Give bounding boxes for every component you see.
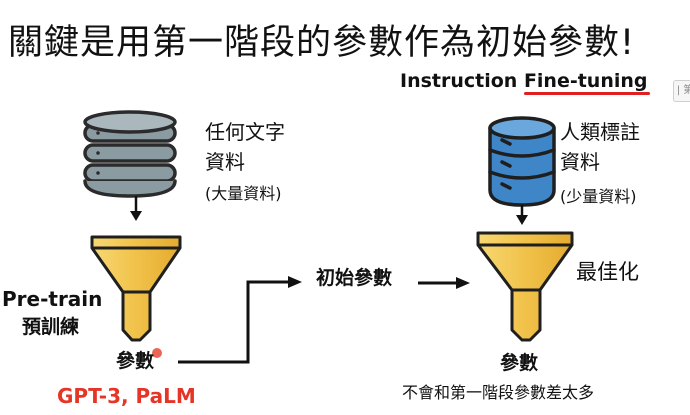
right-dataset-label-2: 資料 (560, 150, 600, 174)
edge-tab[interactable]: | 第 (673, 80, 690, 102)
left-funnel-icon (90, 235, 182, 342)
subtitle-prefix: Instruction (400, 70, 524, 92)
pretrain-label: Pre-train (2, 287, 103, 311)
optimize-label: 最佳化 (576, 260, 639, 284)
init-to-funnel-arrow (418, 277, 470, 289)
right-dataset-label: 人類標註 (560, 120, 640, 144)
slide-subtitle: Instruction Fine-tuning (400, 70, 648, 92)
right-output-params: 參數 (500, 352, 539, 374)
model-names: GPT-3, PaLM (57, 384, 196, 408)
transfer-arrowhead (288, 276, 302, 288)
pretrain-label-zh: 預訓練 (22, 316, 80, 338)
left-dataset-note: (大量資料) (205, 184, 282, 203)
subtitle-highlight: Fine-tuning (523, 70, 648, 92)
left-dataset-label-2: 資料 (205, 150, 245, 174)
left-dataset-label: 任何文字 (205, 120, 285, 144)
right-dataset-note: (少量資料) (560, 187, 637, 206)
pointer-dot (152, 348, 162, 358)
left-output-params: 參數 (116, 350, 155, 372)
right-funnel-icon (476, 231, 574, 342)
transfer-connector-arrow (178, 280, 290, 364)
left-database-icon (83, 110, 177, 198)
right-database-icon (488, 116, 556, 207)
left-down-arrow (130, 196, 142, 221)
init-params-label: 初始參數 (316, 267, 393, 289)
right-down-arrow (516, 205, 528, 225)
right-output-note: 不會和第一階段參數差太多 (402, 383, 595, 402)
slide-title: 關鍵是用第一階段的參數作為初始參數! (8, 23, 636, 63)
